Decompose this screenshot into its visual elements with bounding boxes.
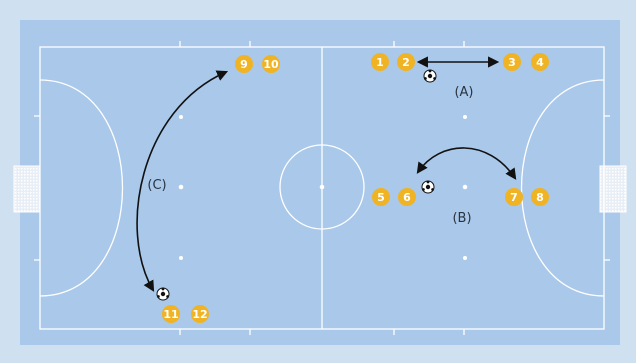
- player-marker: 1: [371, 53, 389, 71]
- left-upper-mark: [179, 115, 183, 119]
- player-marker: 5: [372, 188, 390, 206]
- center-circle: [279, 144, 365, 230]
- player-number: 9: [240, 58, 248, 71]
- player-number: 11: [163, 308, 178, 321]
- soccer-ball-icon: [423, 69, 437, 83]
- right-penalty-area: [521, 79, 605, 297]
- pitch-surface: [20, 20, 620, 345]
- left-goal-net: [13, 165, 41, 213]
- center-spot: [319, 184, 325, 190]
- player-marker: 4: [531, 53, 549, 71]
- player-number: 3: [508, 56, 516, 69]
- drill-label-c: (C): [147, 178, 166, 193]
- player-number: 2: [402, 56, 410, 69]
- player-number: 8: [536, 191, 544, 204]
- left-lower-mark: [179, 256, 183, 260]
- player-marker: 7: [505, 188, 523, 206]
- player-marker: 6: [398, 188, 416, 206]
- drill-b-pass-arrow: [416, 147, 517, 180]
- player-marker: 9: [235, 55, 253, 73]
- drill-c-pass-arrow: [136, 70, 229, 292]
- player-marker: 8: [531, 188, 549, 206]
- soccer-ball-icon: [421, 180, 435, 194]
- player-number: 12: [192, 308, 207, 321]
- player-number: 5: [377, 191, 385, 204]
- right-penalty-spot: [462, 184, 468, 190]
- drill-label-a: (A): [454, 85, 473, 100]
- drill-label-b: (B): [452, 211, 471, 226]
- player-marker: 12: [191, 305, 209, 323]
- left-penalty-area: [39, 79, 123, 297]
- player-number: 4: [536, 56, 544, 69]
- player-marker: 10: [262, 55, 280, 73]
- players-layer: 1 2 3 4 5 6 7 8 9 10 11 12: [162, 53, 549, 323]
- right-lower-mark: [463, 256, 467, 260]
- player-marker: 11: [162, 305, 180, 323]
- player-number: 10: [263, 58, 279, 71]
- right-upper-mark: [463, 115, 467, 119]
- player-number: 7: [510, 191, 518, 204]
- soccer-ball-icon: [156, 287, 170, 301]
- left-penalty-spot: [178, 184, 184, 190]
- player-marker: 3: [503, 53, 521, 71]
- player-number: 1: [376, 56, 384, 69]
- player-number: 6: [403, 191, 411, 204]
- player-marker: 2: [397, 53, 415, 71]
